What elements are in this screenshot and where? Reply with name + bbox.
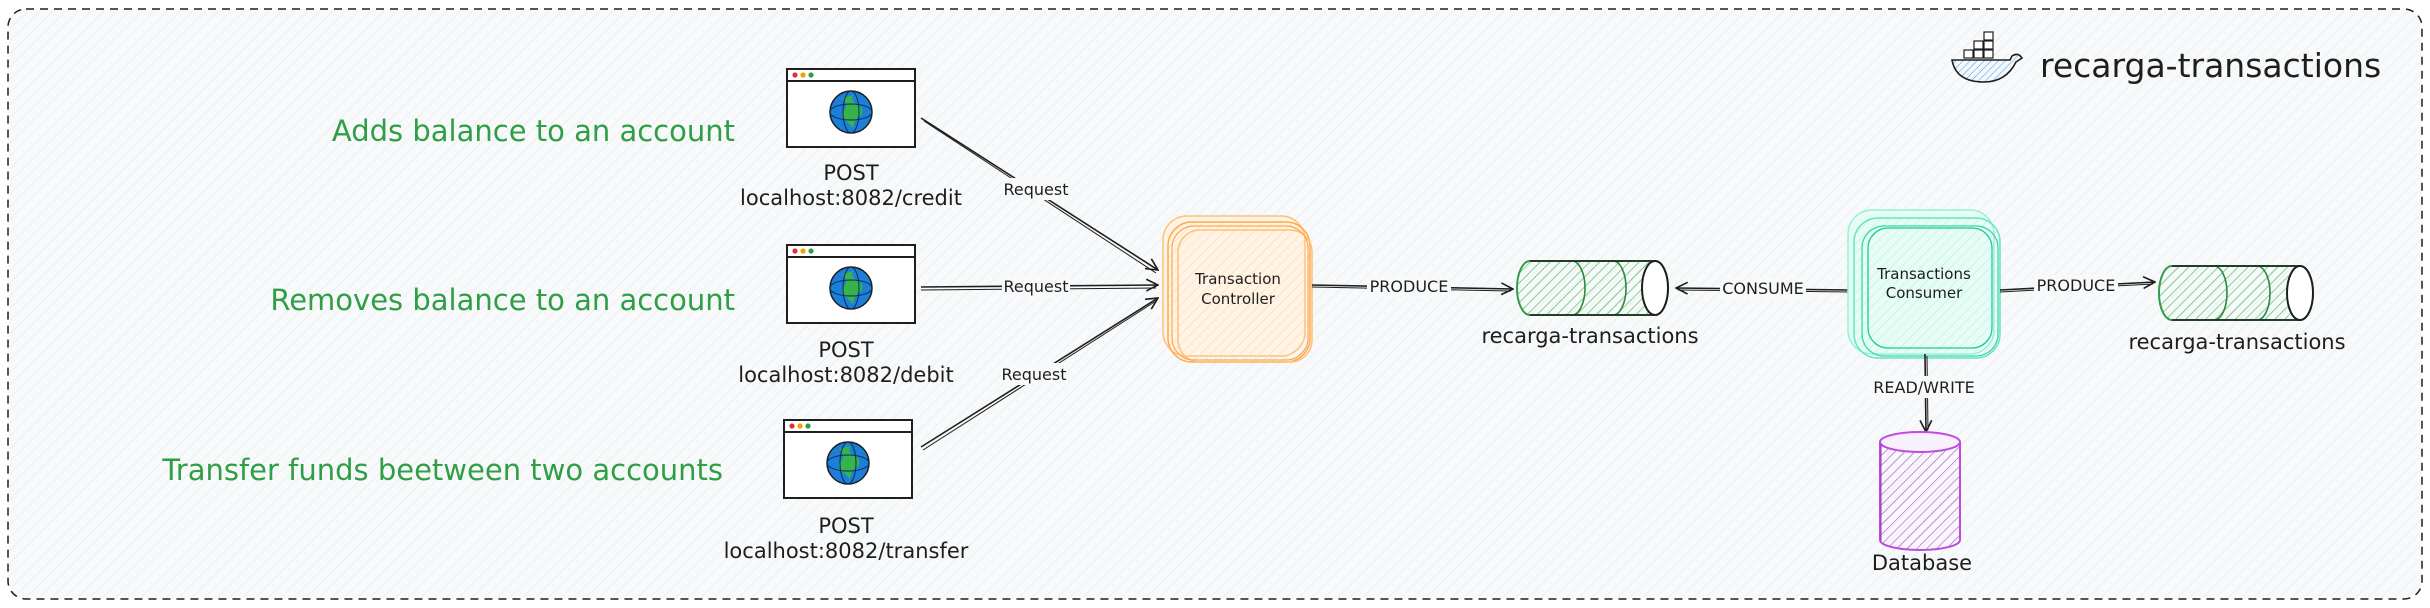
transaction-controller-node xyxy=(1162,215,1313,363)
queue-label-1: recarga-transactions xyxy=(1481,324,1698,348)
endpoint-description-credit: Adds balance to an account xyxy=(332,114,735,148)
controller-label-line2: Controller xyxy=(1201,290,1276,308)
edge-label-consume: CONSUME xyxy=(1722,279,1804,298)
endpoint-method-transfer: POST xyxy=(818,514,874,538)
endpoint-url-transfer: localhost:8082/transfer xyxy=(724,539,969,563)
endpoint-method-debit: POST xyxy=(818,338,874,362)
edge-label-produce-controller: PRODUCE xyxy=(1370,277,1449,296)
edge-label-request-transfer: Request xyxy=(1002,365,1067,384)
page-title: recarga-transactions xyxy=(2040,46,2381,85)
edge-label-request-credit: Request xyxy=(1004,180,1069,199)
queue-node-2 xyxy=(2158,265,2314,321)
endpoint-method-credit: POST xyxy=(823,161,879,185)
globe-icon xyxy=(829,266,873,310)
endpoint-description-transfer: Transfer funds beetween two accounts xyxy=(161,453,723,487)
queue-node-1 xyxy=(1516,260,1669,316)
edge-label-produce-consumer: PRODUCE xyxy=(2037,276,2116,295)
globe-icon xyxy=(829,90,873,134)
browser-window-debit xyxy=(786,244,916,324)
controller-label-line1: Transaction xyxy=(1194,270,1281,288)
consumer-label-line2: Consumer xyxy=(1886,284,1963,302)
database-label: Database xyxy=(1872,551,1972,575)
consumer-label-line1: Transactions xyxy=(1876,265,1971,283)
globe-icon xyxy=(826,441,870,485)
edge-label-request-debit: Request xyxy=(1004,277,1069,296)
edge-label-read-write: READ/WRITE xyxy=(1873,378,1974,397)
endpoint-description-debit: Removes balance to an account xyxy=(270,283,735,317)
endpoint-url-credit: localhost:8082/credit xyxy=(740,186,962,210)
transactions-consumer-node xyxy=(1847,209,2001,359)
docker-whale-icon xyxy=(1951,31,2024,83)
endpoint-url-debit: localhost:8082/debit xyxy=(738,363,954,387)
queue-label-2: recarga-transactions xyxy=(2128,330,2345,354)
database-cylinder xyxy=(1879,431,1961,551)
